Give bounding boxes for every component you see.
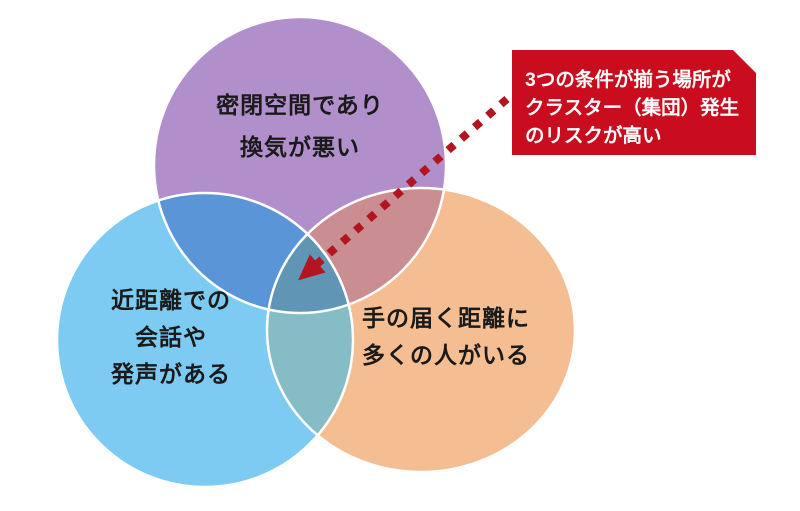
overlap-top-right [267, 188, 446, 313]
label-crowded-place-line2: 多くの人がいる [362, 342, 530, 368]
cluster-risk-callout: 3つの条件が揃う場所が クラスター（集団）発生 のリスクが高い [512, 50, 756, 155]
label-closed-space: 密閉空間であり 換気が悪い [168, 84, 432, 168]
circle-outline-top [152, 15, 448, 315]
dotted-arrow [298, 95, 510, 281]
circle-outline-left [55, 191, 355, 489]
overlap-top-left [154, 193, 353, 313]
label-crowded-place: 手の届く距離に 多くの人がいる [336, 300, 556, 374]
label-close-contact-line2: 会話や [135, 324, 207, 350]
label-closed-space-line2: 換気が悪い [240, 134, 360, 160]
label-close-contact: 近距離での 会話や 発声がある [66, 282, 276, 393]
label-close-contact-line1: 近距離での [111, 287, 231, 313]
callout-line2: クラスター（集団）発生 [525, 97, 740, 119]
callout-line3: のリスクが高い [525, 125, 662, 147]
callout-line1: 3つの条件が揃う場所が [525, 69, 731, 91]
label-crowded-place-line1: 手の届く距離に [362, 305, 530, 331]
label-closed-space-line1: 密閉空間であり [216, 92, 384, 118]
circle-outline-right [265, 186, 577, 474]
label-close-contact-line3: 発声がある [111, 361, 231, 387]
